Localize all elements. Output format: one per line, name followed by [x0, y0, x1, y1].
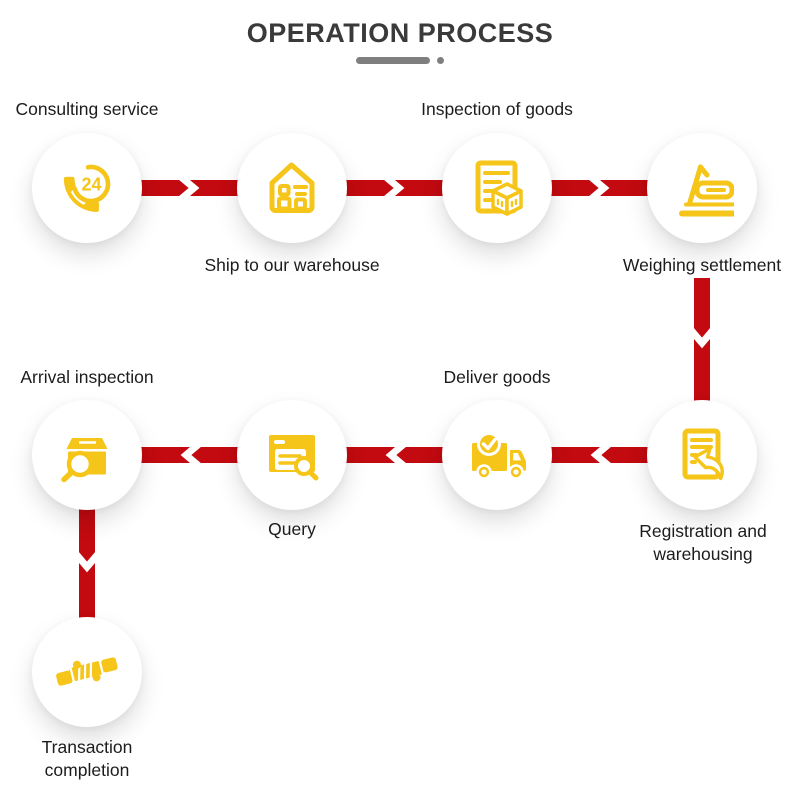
title-underline-dot	[437, 57, 444, 64]
step-label-transaction-completion: Transaction completion	[41, 737, 133, 780]
package-inspection-icon	[61, 438, 108, 483]
phone-24-icon: 24	[63, 164, 111, 212]
handshake-icon	[56, 657, 118, 686]
warehouse-icon	[269, 162, 315, 213]
step-label-ship-to-warehouse: Ship to our warehouse	[204, 255, 380, 275]
step-label-inspection-of-goods: Inspection of goods	[421, 99, 573, 119]
step-label-query: Query	[268, 519, 316, 539]
step-circle-inspection-of-goods	[442, 133, 552, 243]
phone-24-badge: 24	[81, 175, 101, 195]
step-circle-weighing-settlement	[647, 133, 757, 243]
step-label-deliver-goods: Deliver goods	[443, 367, 551, 387]
step-circle-consulting-service: 24	[32, 133, 142, 243]
title-underline	[356, 57, 430, 64]
step-circle-arrival-inspection	[32, 400, 142, 510]
step-circle-registration-warehousing	[647, 400, 757, 510]
step-label-arrival-inspection: Arrival inspection	[20, 367, 154, 387]
page-title: OPERATION PROCESS	[246, 18, 554, 48]
step-circle-ship-to-warehouse	[237, 133, 347, 243]
step-circle-transaction-completion	[32, 617, 142, 727]
delivery-truck-icon	[472, 432, 526, 480]
step-label-registration-warehousing: Registration and warehousing	[639, 521, 767, 564]
step-label-weighing-settlement: Weighing settlement	[622, 255, 782, 275]
registration-document-icon	[682, 428, 724, 481]
inspection-document-icon	[475, 160, 523, 216]
weighing-scale-icon	[679, 164, 734, 217]
step-circle-query	[237, 400, 347, 510]
query-search-icon	[269, 435, 319, 481]
step-label-consulting-service: Consulting service	[15, 99, 159, 119]
step-circle-deliver-goods	[442, 400, 552, 510]
